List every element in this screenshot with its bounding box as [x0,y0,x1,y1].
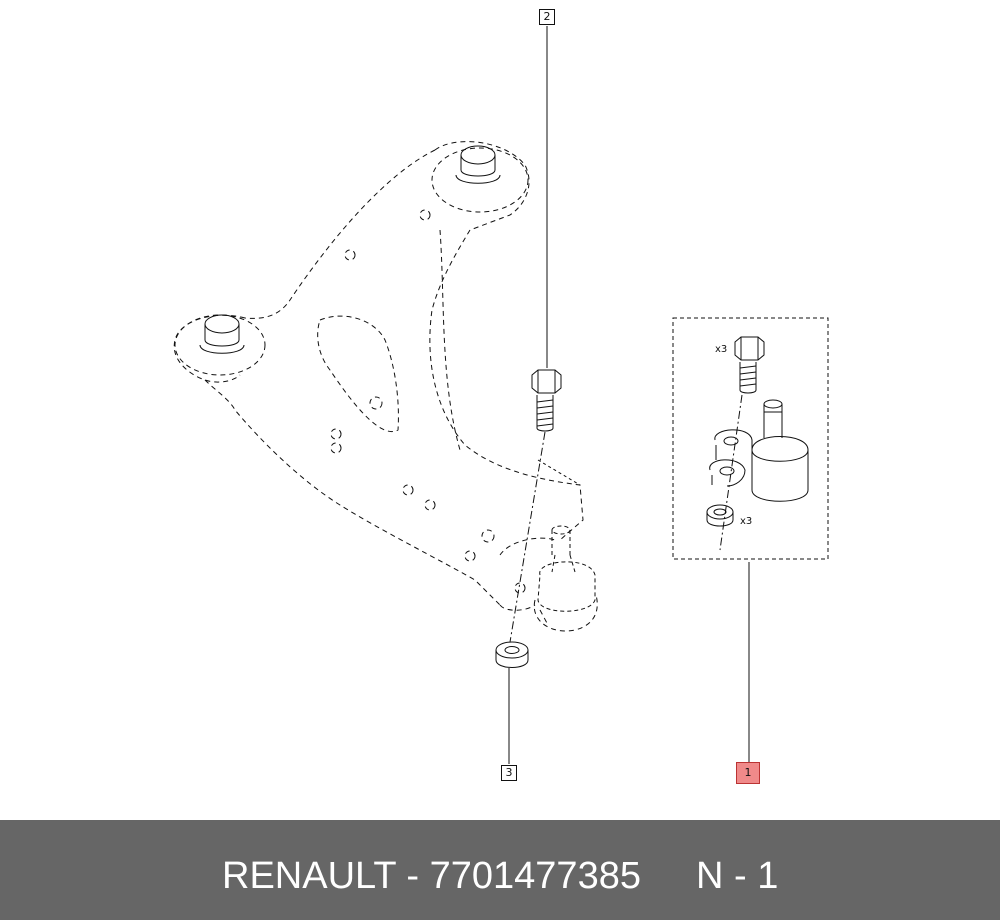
bolt-quantity-label: x3 [715,344,728,355]
bolt-axis-line [509,431,546,643]
kit-box [672,317,829,560]
nut-item-3 [495,641,529,668]
bushing-top [455,145,501,184]
bolt-item-2 [531,369,562,432]
callout-1: 1 [736,762,760,784]
kit-nut [706,504,734,527]
callout-2: 2 [539,9,555,25]
kit-axis-line [719,394,743,551]
nut-quantity-label: x3 [740,516,753,527]
footer-bar: RENAULT - 7701477385 N - 1 [0,820,1000,920]
part-count: N - 1 [696,855,779,897]
bushing-left [199,314,245,354]
parts-diagram [173,26,829,764]
control-arm-outline [173,141,598,632]
kit-bolt [734,336,765,394]
ball-joint-assembled [537,525,596,612]
callout-3: 3 [501,765,517,781]
kit-ball-joint [709,399,809,502]
part-title: RENAULT - 7701477385 [222,855,641,897]
